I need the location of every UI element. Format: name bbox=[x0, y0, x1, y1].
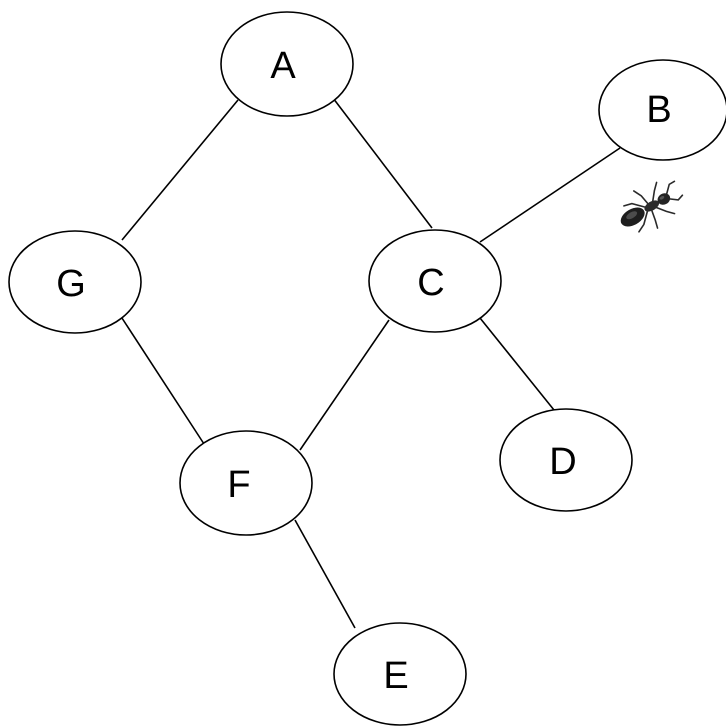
edge-a-c bbox=[332, 97, 433, 229]
node-c[interactable]: C bbox=[368, 229, 502, 333]
edge-g-f bbox=[119, 314, 207, 448]
node-d[interactable]: D bbox=[499, 408, 633, 512]
node-b[interactable]: B bbox=[598, 59, 726, 161]
node-a[interactable]: A bbox=[220, 11, 354, 117]
node-label-a: A bbox=[270, 45, 296, 87]
edges bbox=[119, 97, 621, 629]
edge-c-d bbox=[479, 317, 555, 411]
node-label-c: C bbox=[417, 262, 444, 304]
node-label-b: B bbox=[646, 89, 671, 131]
node-label-d: D bbox=[549, 441, 576, 483]
edge-c-f bbox=[299, 319, 390, 451]
edge-a-g bbox=[121, 99, 239, 241]
node-f[interactable]: F bbox=[179, 430, 313, 536]
node-label-f: F bbox=[227, 464, 250, 506]
node-label-e: E bbox=[383, 655, 408, 697]
edge-f-e bbox=[294, 519, 356, 629]
node-g[interactable]: G bbox=[8, 230, 142, 334]
edge-b-c bbox=[479, 147, 621, 243]
node-label-g: G bbox=[56, 263, 86, 305]
node-e[interactable]: E bbox=[333, 622, 467, 726]
ant-icon bbox=[620, 180, 684, 233]
